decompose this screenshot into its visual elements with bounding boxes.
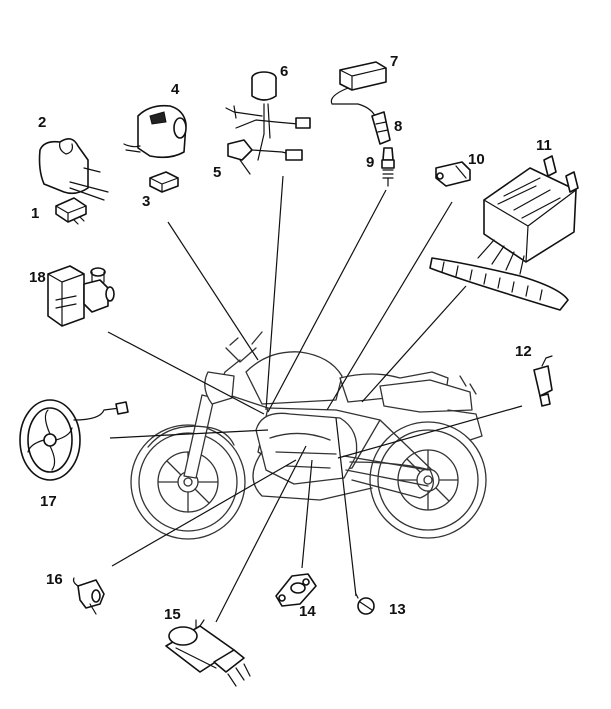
part-11-fuse-box <box>429 155 579 311</box>
callout-18: 18 <box>29 269 46 286</box>
callout-10: 10 <box>468 151 485 168</box>
part-15-starter-motor <box>165 619 251 687</box>
callout-labels: 1 2 3 4 5 6 7 8 9 10 11 12 13 14 15 16 1… <box>29 53 552 623</box>
part-16-crank-sensor <box>72 577 105 615</box>
part-8-plug-cap <box>371 111 391 145</box>
part-10-sensor <box>435 161 471 187</box>
callout-8: 8 <box>394 118 402 135</box>
callout-3: 3 <box>142 193 150 210</box>
callout-12: 12 <box>515 343 532 360</box>
callout-16: 16 <box>46 571 63 588</box>
callout-9: 9 <box>366 154 374 171</box>
part-13-switch <box>355 593 375 615</box>
leader-lines <box>107 175 523 623</box>
part-7-ignition-coil <box>330 61 387 119</box>
callout-14: 14 <box>299 603 316 620</box>
exhaust <box>252 451 373 501</box>
frame <box>231 395 433 471</box>
part-14-sensor <box>275 573 317 607</box>
callout-7: 7 <box>390 53 398 70</box>
front-wheel <box>130 424 246 540</box>
front-fork <box>183 394 215 479</box>
callout-11: 11 <box>536 137 552 154</box>
callout-2: 2 <box>38 114 46 131</box>
callout-15: 15 <box>164 606 181 623</box>
headlight <box>204 371 235 405</box>
part-17-radiator-fan <box>19 399 129 481</box>
part-18-throttle-body <box>47 265 115 327</box>
rear-cowl <box>379 379 473 413</box>
motorcycle-illustration <box>130 331 487 540</box>
rear-wheel <box>369 421 487 539</box>
part-9-spark-plug <box>381 147 395 187</box>
callout-6: 6 <box>280 63 288 80</box>
callout-1: 1 <box>31 205 39 222</box>
part-5-6-main-switch <box>225 71 311 175</box>
part-2-handlebar-switch-left <box>38 138 109 201</box>
engine <box>255 412 358 485</box>
part-12-speed-sensor <box>533 355 553 407</box>
callout-13: 13 <box>389 601 406 618</box>
part-1-relay <box>55 197 87 225</box>
part-4-handlebar-switch-right <box>123 104 187 159</box>
fuel-tank <box>245 351 343 405</box>
part-3-relay <box>149 171 179 193</box>
callout-5: 5 <box>213 164 221 181</box>
callout-4: 4 <box>171 81 180 98</box>
callout-17: 17 <box>40 493 57 510</box>
